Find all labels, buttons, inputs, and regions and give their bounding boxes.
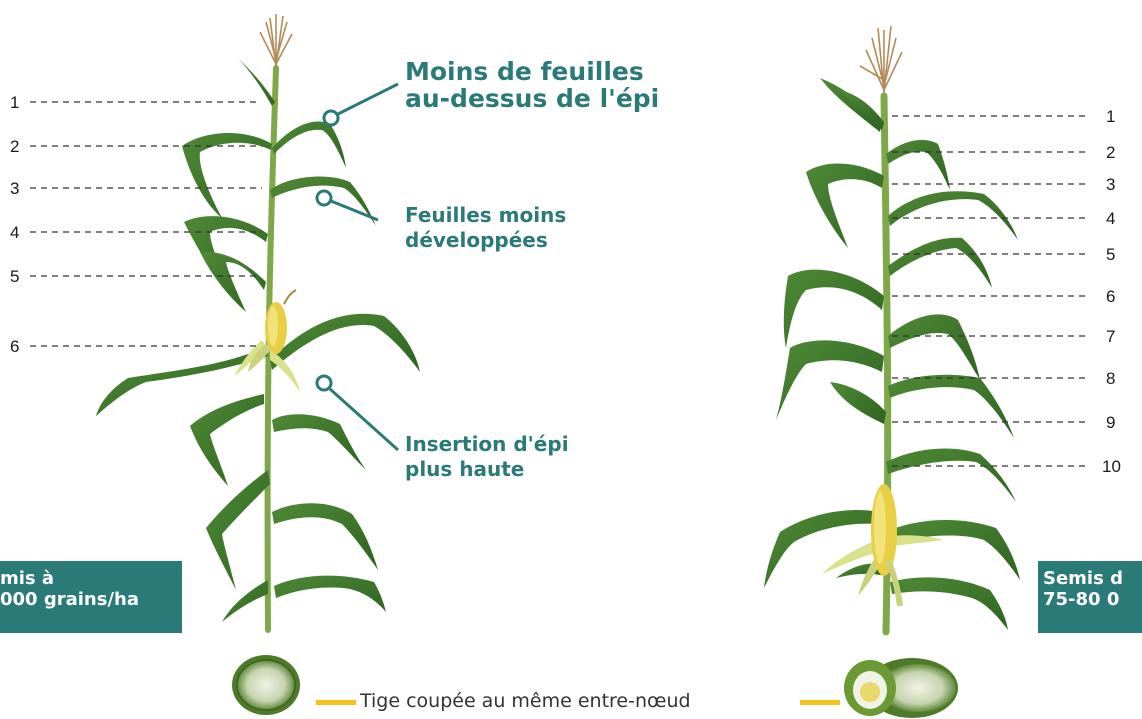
right-level-lines (892, 115, 1090, 467)
left-leaves (96, 58, 420, 622)
right-ear (822, 484, 944, 607)
right-level-7: 7 (1106, 327, 1115, 346)
right-level-3: 3 (1106, 175, 1115, 194)
left-maize-plant: 1 2 3 4 5 6 (10, 14, 420, 633)
callout-3-line1: Insertion d'épi (405, 432, 569, 456)
right-tassel (859, 25, 903, 96)
left-level-6: 6 (10, 337, 19, 356)
callout-3-line2: plus haute (405, 457, 524, 481)
right-level-9: 9 (1106, 413, 1115, 432)
callout-2-line1: Feuilles moins (405, 203, 566, 227)
stem-section-caption: Tige coupée au même entre-nœud (360, 690, 691, 712)
right-badge-line2: 75-80 0 (1043, 589, 1120, 610)
left-level-3: 3 (10, 179, 19, 198)
left-badge-line1: mis à (0, 568, 55, 589)
callout-higher-ear: Insertion d'épi plus haute (315, 374, 569, 481)
left-level-1: 1 (10, 93, 19, 112)
left-level-5: 5 (10, 267, 19, 286)
right-stem-section (844, 658, 958, 718)
left-stem-section (232, 655, 300, 715)
right-level-5: 5 (1106, 245, 1115, 264)
left-level-2: 2 (10, 137, 19, 156)
right-badge-line1: Semis d (1043, 568, 1123, 589)
left-stalk (264, 65, 279, 633)
right-level-1: 1 (1106, 107, 1115, 126)
right-level-2: 2 (1106, 143, 1115, 162)
callouts: Moins de feuilles au-dessus de l'épi Feu… (315, 57, 659, 481)
right-density-badge: Semis d 75-80 0 (1038, 561, 1142, 633)
callout-2-line2: développées (405, 228, 548, 252)
right-level-8: 8 (1106, 369, 1115, 388)
callout-1-line2: au-dessus de l'épi (405, 84, 659, 113)
left-level-4: 4 (10, 223, 19, 242)
right-maize-plant: 1 2 3 4 5 6 7 8 9 10 (764, 25, 1121, 636)
right-level-6: 6 (1106, 287, 1115, 306)
callout-less-developed: Feuilles moins développées (315, 189, 566, 252)
right-leaves (764, 78, 1020, 630)
left-level-lines (30, 101, 262, 347)
right-level-4: 4 (1106, 209, 1115, 228)
right-level-10: 10 (1102, 457, 1121, 476)
left-ear (234, 289, 300, 392)
left-badge-line2: 000 grains/ha (0, 589, 139, 610)
caption-bars (316, 700, 840, 705)
callout-1-line1: Moins de feuilles (405, 57, 644, 86)
left-level-labels: 1 2 3 4 5 6 (10, 93, 19, 356)
callout-fewer-leaves: Moins de feuilles au-dessus de l'épi (322, 57, 659, 127)
left-density-badge: mis à 000 grains/ha (0, 561, 182, 633)
left-tassel (259, 14, 293, 70)
right-level-labels: 1 2 3 4 5 6 7 8 9 10 (1102, 107, 1121, 476)
